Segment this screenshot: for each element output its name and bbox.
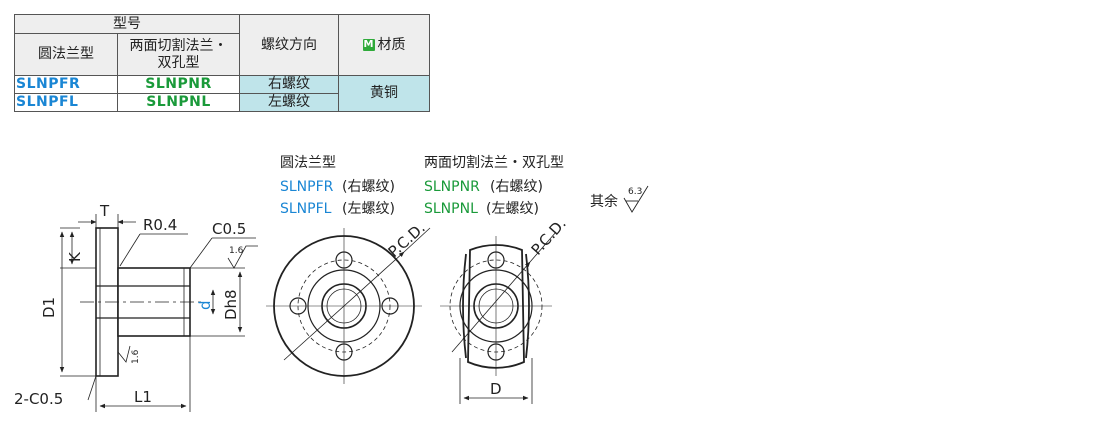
cut-view-dir-r: (右螺纹) [490, 179, 543, 195]
hub-body [117, 267, 191, 337]
cut-flange-view [440, 231, 557, 404]
roughness-note: 其余 [590, 193, 618, 210]
header-model: 型号 [14, 14, 240, 34]
side-view [59, 214, 258, 412]
round-flange-view [266, 227, 431, 384]
cut-view-model-l: SLNPNL [424, 201, 478, 217]
cut-view-dir-l: (左螺纹) [486, 201, 539, 217]
cut-view-title: 两面切割法兰・双孔型 [424, 154, 564, 171]
label-L1: L1 [134, 388, 152, 406]
label-d: d [196, 300, 214, 310]
header-cut-flange-line1: 两面切割法兰・ [129, 37, 228, 54]
label-chamfer: 2-C0.5 [14, 390, 63, 408]
label-K: K [66, 251, 84, 262]
header-material-label: 材质 [377, 36, 406, 53]
label-roughness-top: 1.6 [229, 246, 244, 256]
label-roughness-bottom: 1.6 [131, 349, 141, 364]
round-view-model-r: SLNPFR [280, 179, 334, 195]
round-view-dir-l: (左螺纹) [342, 201, 395, 217]
label-T: T [99, 202, 110, 220]
label-D1: D1 [40, 297, 58, 318]
round-view-model-l: SLNPFL [280, 201, 332, 217]
label-Dh8: Dh8 [222, 289, 240, 320]
label-C05: C0.5 [212, 220, 246, 238]
row1-cut-model: SLNPNR [117, 75, 240, 94]
label-R: R0.4 [143, 216, 177, 234]
material-badge-icon: M [362, 38, 375, 51]
round-view-title: 圆法兰型 [280, 155, 336, 171]
roughness-symbol-icon [623, 185, 649, 213]
label-D: D [490, 380, 502, 398]
header-cut-flange: 两面切割法兰・ 双孔型 [117, 33, 240, 76]
round-view-pcd: P.C.D. [385, 219, 429, 261]
header-cut-flange-line2: 双孔型 [157, 54, 200, 71]
round-view-dir-r: (右螺纹) [342, 179, 395, 195]
roughness-note-value: 6.3 [628, 187, 642, 197]
row2-direction: 左螺纹 [239, 93, 339, 112]
row2-cut-model: SLNPNL [117, 93, 240, 112]
cut-view-model-r: SLNPNR [424, 179, 480, 195]
material-value: 黄铜 [338, 75, 430, 112]
row2-round-model: SLNPFL [14, 93, 118, 112]
cut-view-pcd: P.C.D. [528, 215, 570, 259]
row1-direction: 右螺纹 [239, 75, 339, 94]
